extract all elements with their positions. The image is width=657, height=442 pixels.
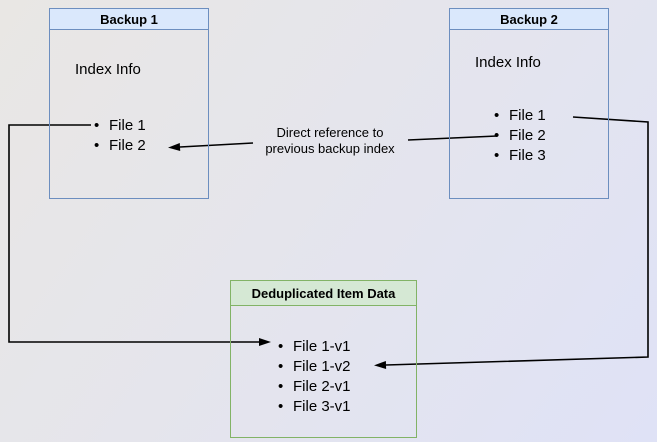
list-item: File 3 [494, 146, 546, 166]
list-item: File 2 [494, 126, 546, 146]
node-dedup-title: Deduplicated Item Data [231, 281, 416, 306]
list-item: File 3-v1 [278, 397, 351, 417]
node-backup-2: Backup 2 Index Info File 1 File 2 File 3 [449, 8, 609, 199]
list-item: File 1 [94, 116, 146, 136]
list-item: File 1 [494, 106, 546, 126]
node-backup-1-subtitle: Index Info [75, 61, 141, 78]
node-backup-1-title: Backup 1 [50, 9, 208, 30]
list-item: File 1-v1 [278, 337, 351, 357]
edge-label-direct-reference: Direct reference to previous backup inde… [253, 125, 407, 157]
node-dedup-file-list: File 1-v1 File 1-v2 File 2-v1 File 3-v1 [278, 337, 351, 417]
list-item: File 2 [94, 136, 146, 156]
edge-label-line-2: previous backup index [265, 141, 395, 156]
node-backup-2-title: Backup 2 [450, 9, 608, 30]
list-item: File 1-v2 [278, 357, 351, 377]
node-backup-2-subtitle: Index Info [475, 54, 541, 71]
node-backup-2-file-list: File 1 File 2 File 3 [494, 106, 546, 166]
node-backup-1: Backup 1 Index Info File 1 File 2 [49, 8, 209, 199]
list-item: File 2-v1 [278, 377, 351, 397]
node-backup-1-file-list: File 1 File 2 [94, 116, 146, 156]
node-deduplicated-item-data: Deduplicated Item Data File 1-v1 File 1-… [230, 280, 417, 438]
edge-label-line-1: Direct reference to [276, 125, 384, 140]
